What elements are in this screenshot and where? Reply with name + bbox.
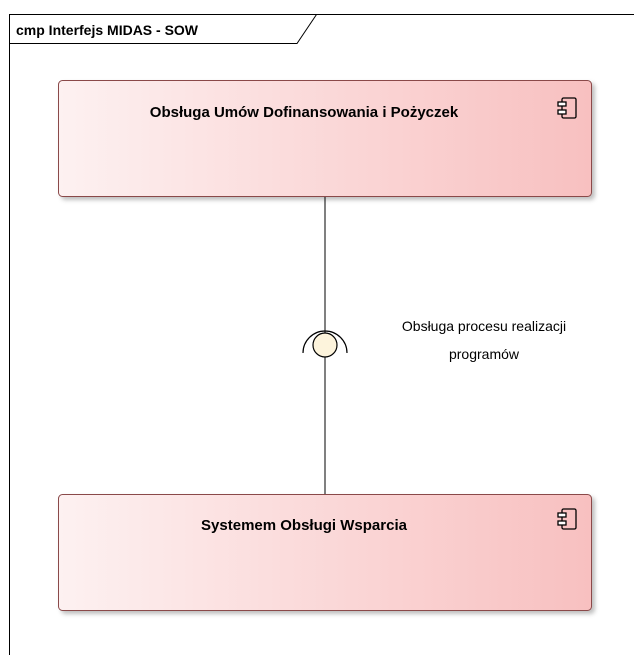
component-funding-agreements[interactable]: Obsługa Umów Dofinansowania i Pożyczek	[58, 80, 592, 197]
interface-label-line1: Obsługa procesu realizacji	[402, 318, 566, 334]
component-support-system[interactable]: Systemem Obsługi Wsparcia	[58, 494, 592, 611]
component-box	[58, 80, 592, 197]
socket-arc	[302, 330, 348, 354]
frame-title: cmp Interfejs MIDAS - SOW	[16, 22, 199, 38]
interface-label: Obsługa procesu realizacji programów	[402, 318, 566, 362]
component-box	[58, 494, 592, 611]
interface-ball-socket[interactable]	[302, 330, 348, 358]
frame-title-tab	[9, 14, 318, 44]
interface-label-line2: programów	[449, 346, 520, 362]
component-label: Systemem Obsługi Wsparcia	[201, 517, 408, 534]
interface-ball	[312, 332, 338, 358]
component-label: Obsługa Umów Dofinansowania i Pożyczek	[150, 104, 459, 121]
component-icon	[557, 508, 577, 530]
diagram-frame: cmp Interfejs MIDAS - SOW	[9, 14, 634, 655]
component-icon	[557, 97, 577, 119]
